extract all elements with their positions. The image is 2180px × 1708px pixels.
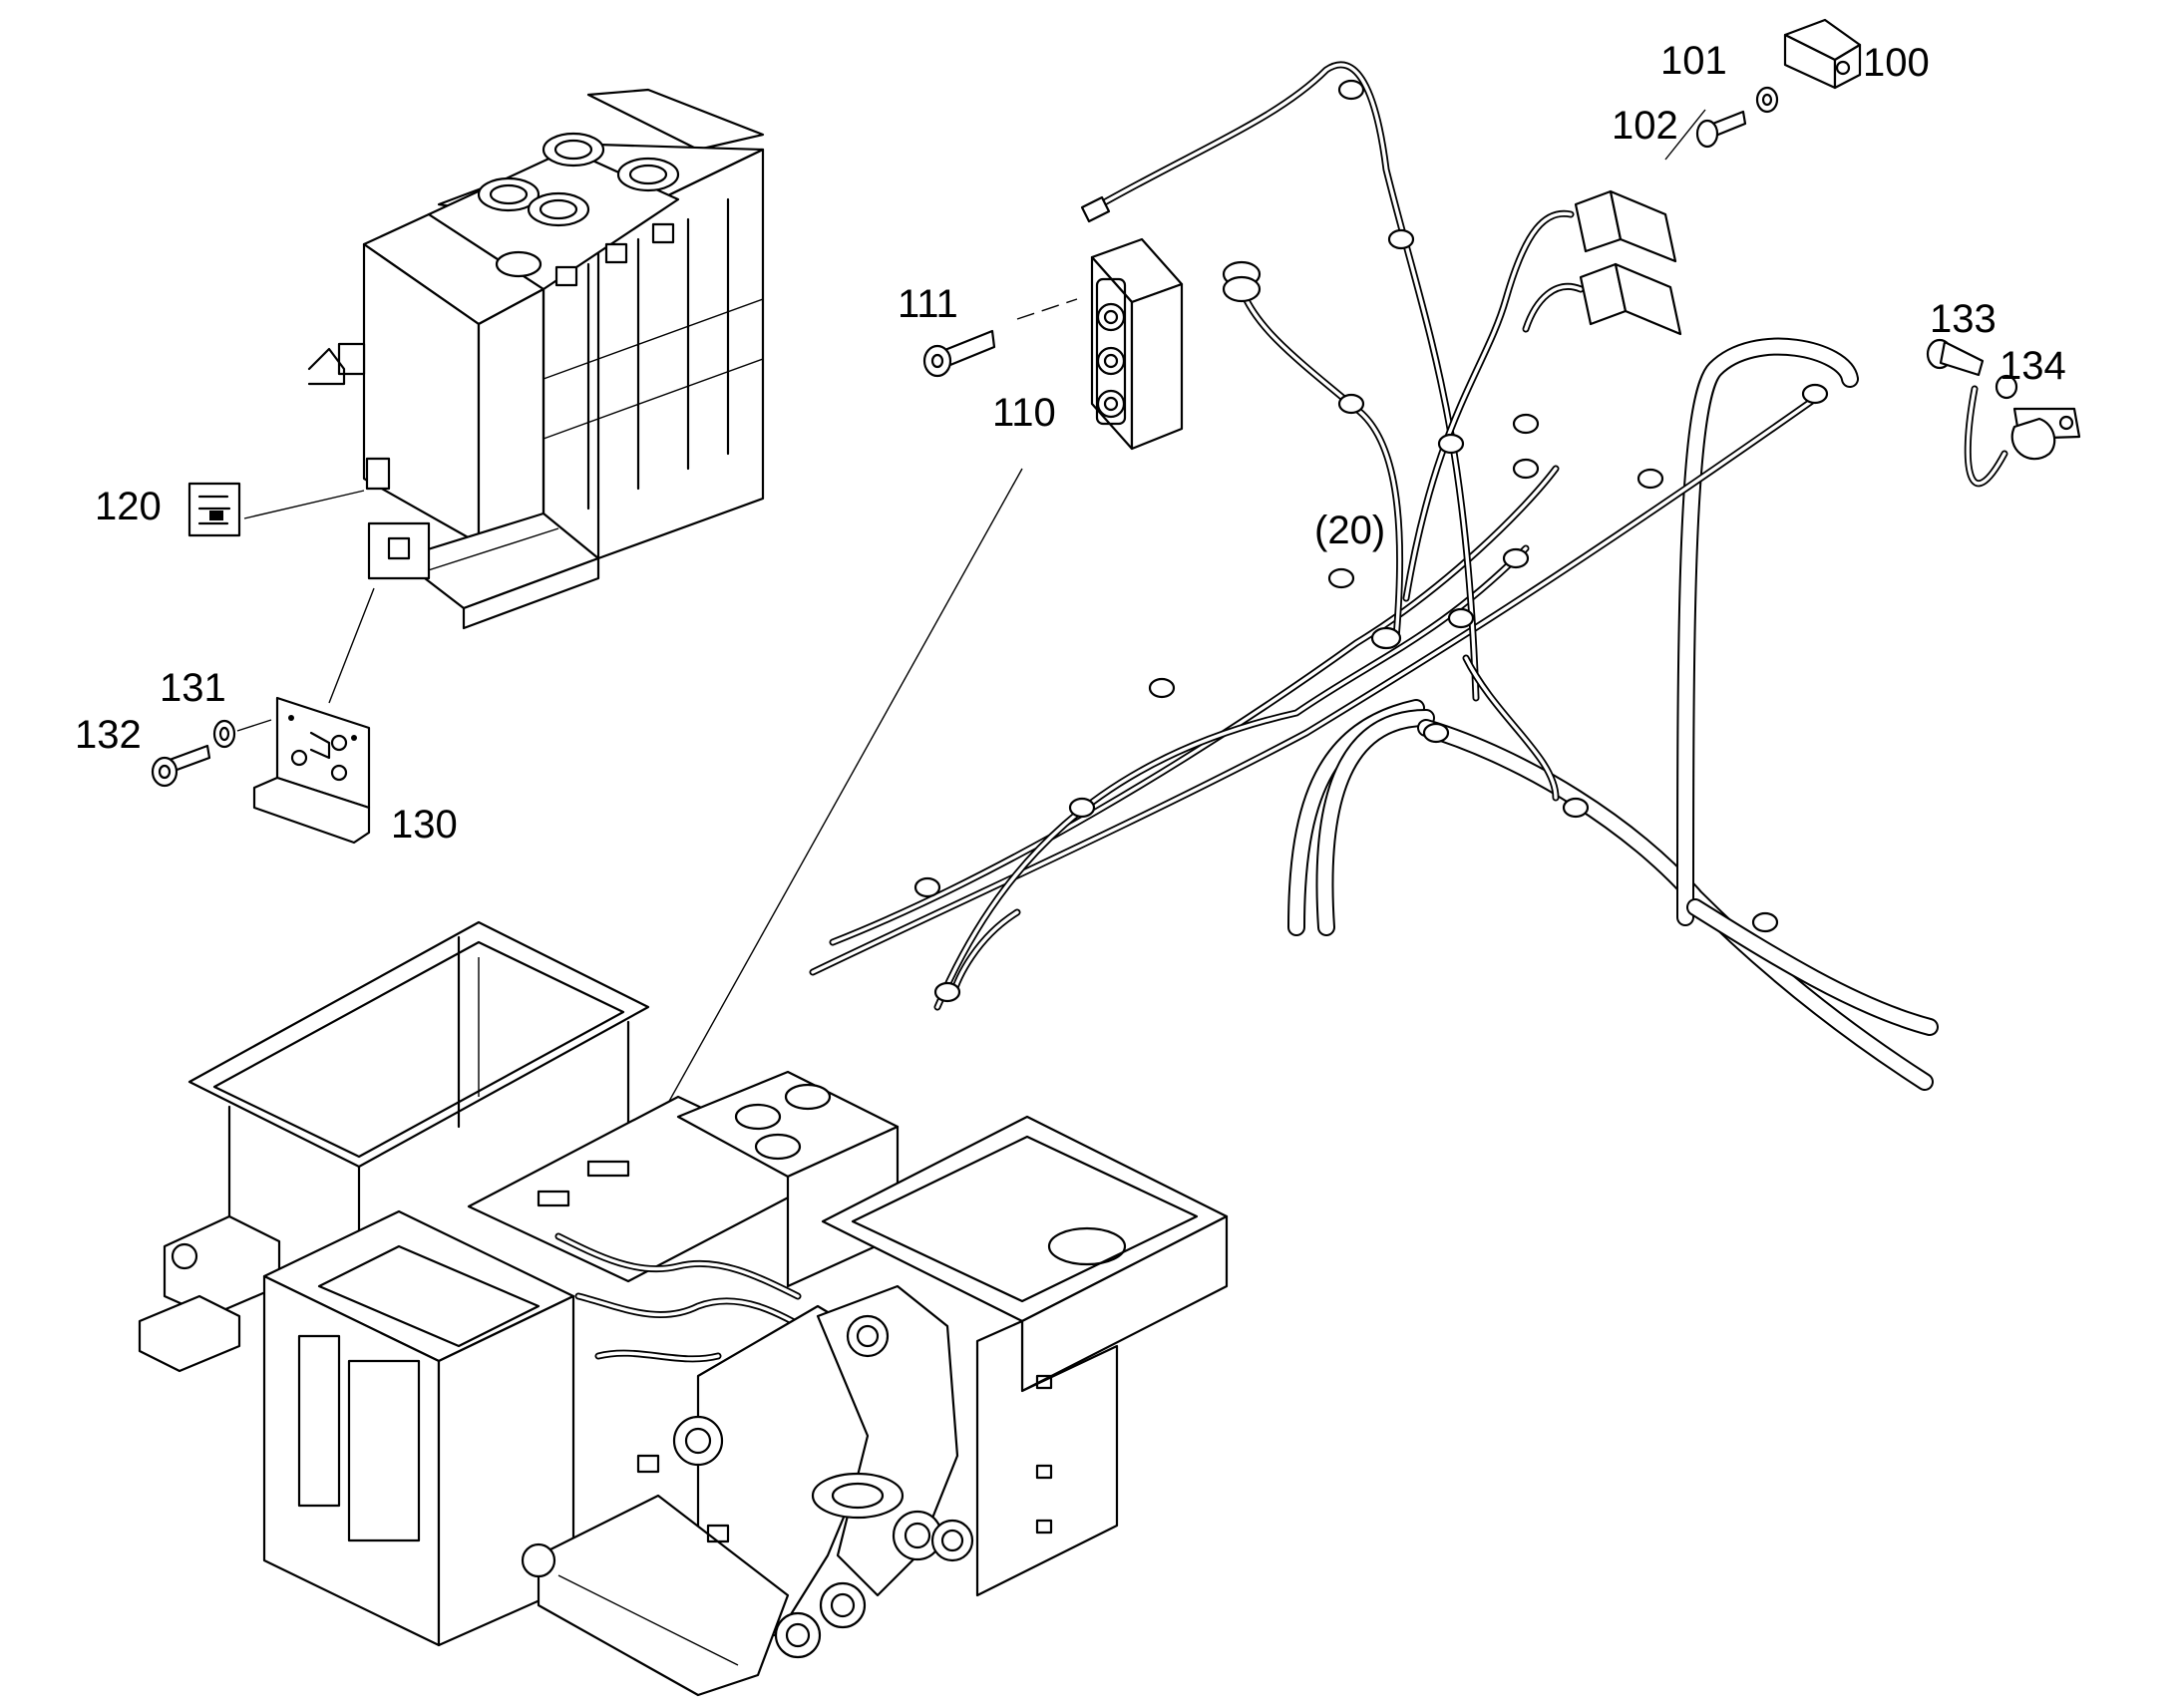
callout-134: 134 <box>1999 344 2066 388</box>
push-button-box-110 <box>637 237 1184 1158</box>
screw-111 <box>922 329 996 378</box>
callout-111: 111 <box>898 282 958 326</box>
bolt-132 <box>151 744 211 788</box>
electrical-cabinet-assembly <box>307 88 765 630</box>
callout-110: 110 <box>992 391 1056 435</box>
label-plate-120 <box>187 482 365 537</box>
clip-100 <box>1783 18 1862 90</box>
machine-frame-assembly <box>138 920 1229 1697</box>
callout-131: 131 <box>160 666 226 710</box>
callout-101: 101 <box>1660 39 1727 83</box>
bolt-133 <box>1926 338 1985 377</box>
callout-130: 130 <box>391 803 458 847</box>
screw-102 <box>1695 110 1747 149</box>
callout-120: 120 <box>95 485 162 528</box>
callout-20: (20) <box>1314 509 1385 552</box>
callout-133: 133 <box>1930 297 1997 341</box>
callout-102: 102 <box>1612 104 1678 148</box>
callout-100: 100 <box>1863 41 1930 85</box>
mounting-plate-130 <box>151 587 375 845</box>
cable-clamps <box>913 79 1829 1003</box>
bracket-134 <box>1995 374 2081 461</box>
wiring-harness-20 <box>809 61 2008 1091</box>
washer-101 <box>1755 86 1779 114</box>
callout-132: 132 <box>75 713 142 757</box>
